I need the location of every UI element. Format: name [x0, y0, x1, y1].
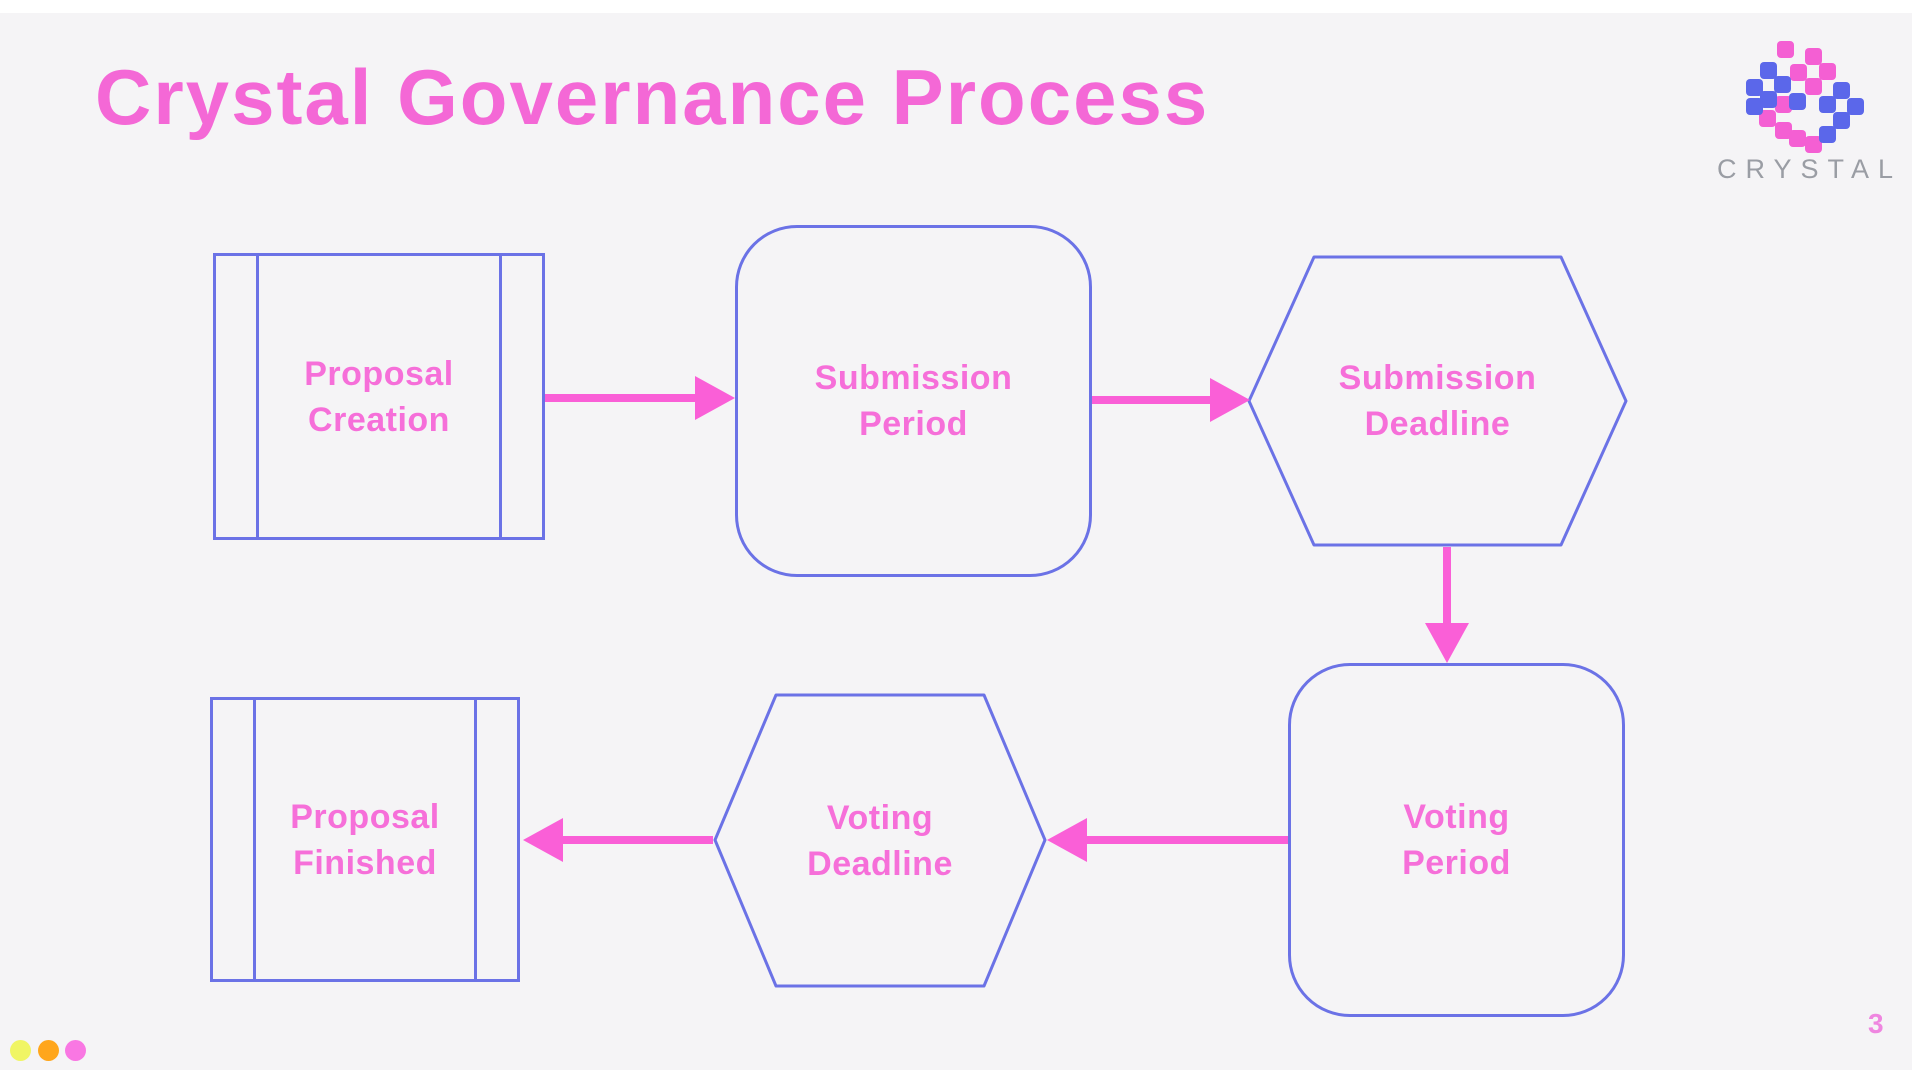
- yellow-dot: [10, 1040, 31, 1061]
- logo-pixel: [1833, 112, 1850, 129]
- logo-pixel: [1746, 98, 1763, 115]
- logo-pixel: [1805, 78, 1822, 95]
- logo-pixel: [1833, 82, 1850, 99]
- node-label: Submission Deadline: [1339, 355, 1537, 447]
- arrow-head-down-icon: [1425, 623, 1469, 663]
- node-label-line: Proposal: [304, 354, 454, 393]
- node-label-line: Submission: [814, 359, 1013, 397]
- logo-pixel: [1760, 91, 1777, 108]
- arrow-head-left-icon: [1047, 818, 1087, 862]
- node-label-line: Voting: [826, 798, 934, 837]
- node-label: Proposal Finished: [290, 794, 439, 886]
- node-label-line: Deadline: [1364, 405, 1511, 443]
- node-label: Voting Deadline: [807, 795, 953, 887]
- logo-pixel: [1746, 79, 1763, 96]
- node-proposal-creation: Proposal Creation: [213, 253, 545, 540]
- logo-pixel: [1819, 126, 1836, 143]
- logo-pixel: [1775, 96, 1792, 113]
- logo-pixel: [1819, 96, 1836, 113]
- logo-pixel: [1759, 110, 1776, 127]
- node-label-line: Deadline: [807, 844, 953, 883]
- arrow-shaft: [1092, 396, 1212, 404]
- node-voting-deadline: Voting Deadline: [713, 693, 1047, 988]
- logo-pixel: [1790, 64, 1807, 81]
- node-label-line: Period: [1402, 844, 1511, 882]
- node-voting-period: Voting Period: [1288, 663, 1625, 1017]
- node-label-line: Creation: [308, 400, 450, 439]
- logo-pixel: [1805, 136, 1822, 153]
- logo-pixel: [1819, 63, 1836, 80]
- node-label: Voting Period: [1402, 794, 1511, 886]
- pink-dot: [65, 1040, 86, 1061]
- crystal-logo-icon: [1745, 36, 1865, 156]
- logo-pixel: [1777, 41, 1794, 58]
- node-label-line: Proposal: [290, 797, 440, 836]
- arrow-head-left-icon: [523, 818, 563, 862]
- crystal-logo: CRYSTAL: [1695, 36, 1912, 186]
- top-white-strip: [0, 0, 1912, 13]
- node-proposal-finished: Proposal Finished: [210, 697, 520, 982]
- arrow-shaft: [1085, 836, 1288, 844]
- node-label-line: Finished: [293, 843, 437, 882]
- predefined-process-line: [474, 700, 477, 979]
- arrow-shaft: [1443, 547, 1451, 627]
- logo-pixel: [1805, 48, 1822, 65]
- logo-pixel: [1847, 98, 1864, 115]
- predefined-process-line: [256, 256, 259, 537]
- node-label: Proposal Creation: [304, 351, 453, 443]
- arrow-shaft: [545, 394, 697, 402]
- logo-pixel: [1789, 93, 1806, 110]
- arrow-head-right-icon: [695, 376, 735, 420]
- arrow-shaft: [561, 836, 713, 844]
- node-label-line: Period: [859, 405, 968, 443]
- node-submission-period: Submission Period: [735, 225, 1092, 577]
- arrow-head-right-icon: [1210, 378, 1250, 422]
- node-submission-deadline: Submission Deadline: [1247, 255, 1628, 547]
- node-label-line: Voting: [1403, 798, 1510, 836]
- orange-dot: [37, 1040, 59, 1061]
- logo-pixel: [1774, 76, 1791, 93]
- node-label-line: Submission: [1338, 359, 1537, 397]
- predefined-process-line: [253, 700, 256, 979]
- logo-pixel: [1760, 62, 1777, 79]
- page-number: 3: [1868, 1008, 1884, 1039]
- node-label: Submission Period: [815, 355, 1013, 447]
- crystal-wordmark: CRYSTAL: [1716, 154, 1903, 184]
- logo-pixel: [1789, 130, 1806, 147]
- hexagon-outline: [713, 693, 1047, 988]
- page-title: Crystal Governance Process: [95, 53, 1210, 141]
- logo-pixel: [1775, 122, 1792, 139]
- predefined-process-line: [499, 256, 502, 537]
- hexagon-outline: [1247, 255, 1628, 547]
- footer-dots: [10, 1040, 130, 1062]
